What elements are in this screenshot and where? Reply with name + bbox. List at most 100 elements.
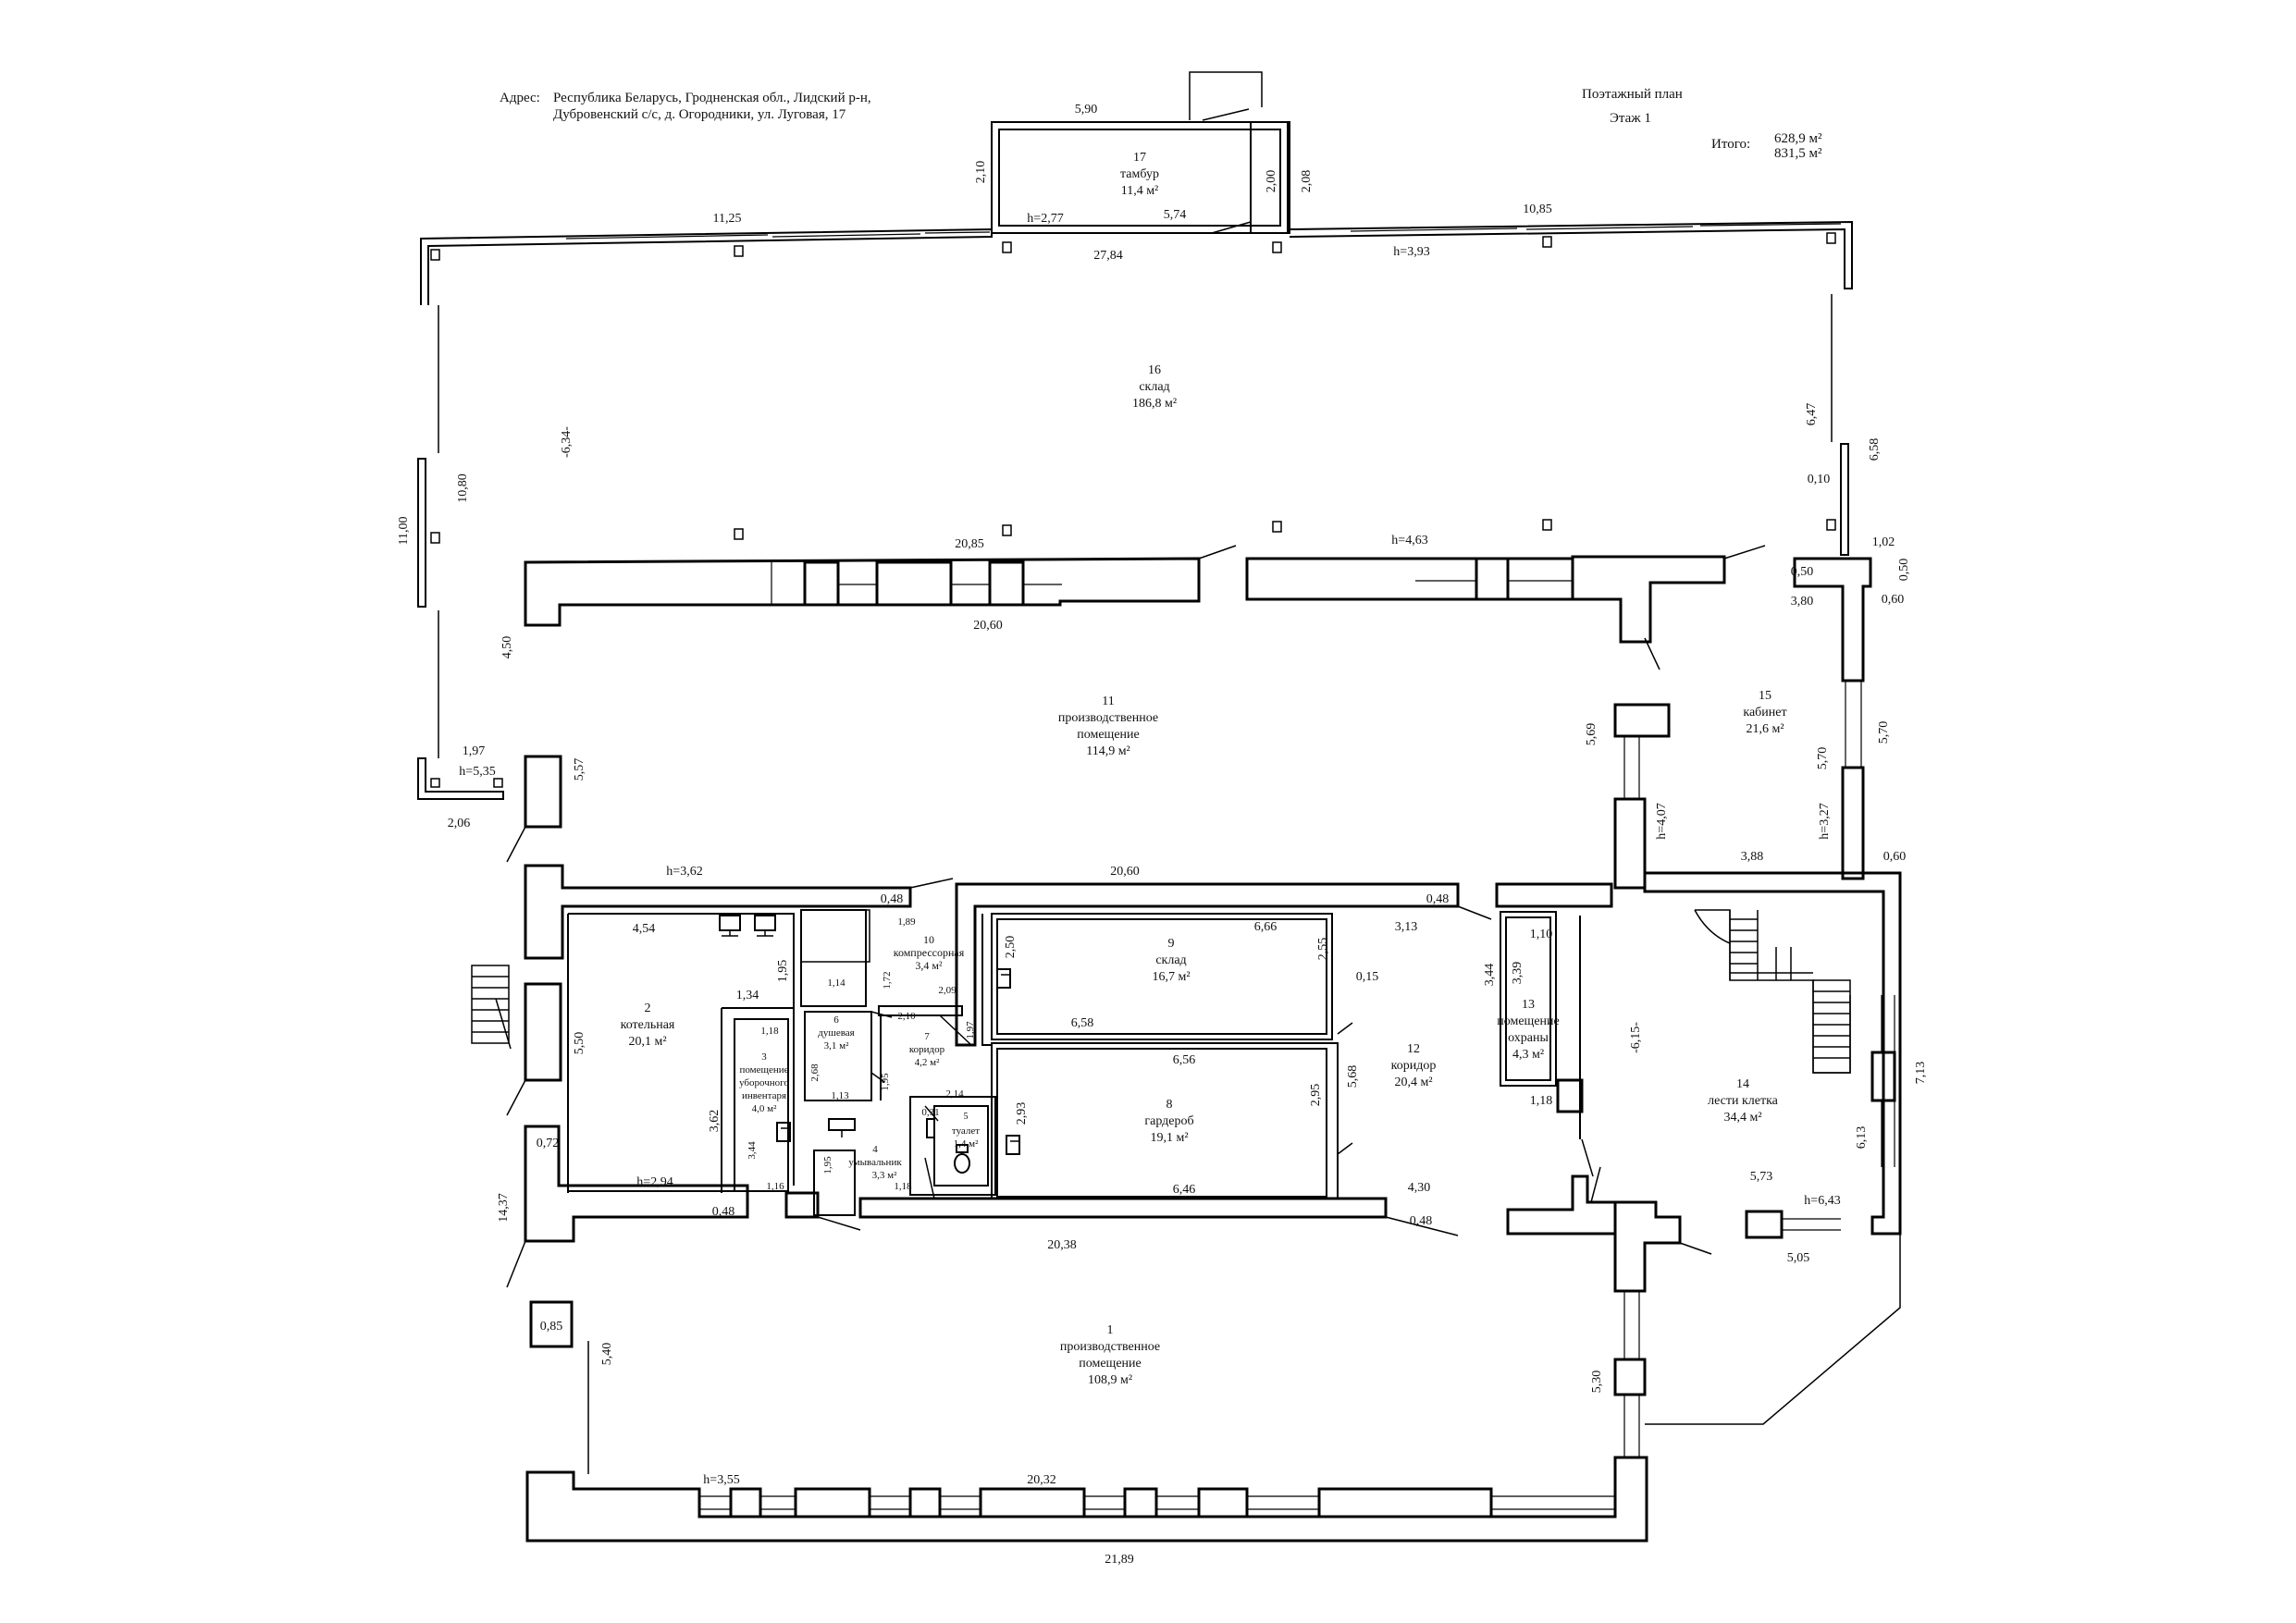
dim-label: 3,62 [708, 1110, 722, 1133]
room-11-name: производственное [1058, 711, 1158, 725]
room-16-name: склад [1139, 380, 1169, 394]
room-9-area: 16,7 м² [1152, 970, 1190, 984]
dim-label: 0,48 [1410, 1214, 1433, 1228]
dim-label: 1,89 [897, 916, 916, 928]
dim-label: 1,34 [736, 989, 759, 1002]
dim-label: 6,56 [1173, 1053, 1196, 1067]
room-8-name: гардероб [1144, 1114, 1193, 1128]
dim-label: 5,30 [1590, 1371, 1604, 1394]
dim-label: 0,50 [1897, 559, 1911, 582]
dim-label: 0,15 [1356, 970, 1379, 984]
address-line-1: Республика Беларусь, Гродненская обл., Л… [553, 91, 871, 105]
room-12-name: коридор [1391, 1059, 1437, 1073]
room-9-num: 9 [1168, 937, 1175, 951]
address-label: Адрес: [500, 91, 540, 105]
room-13-num: 13 [1522, 998, 1535, 1012]
room-3-name3: инвентаря [742, 1090, 786, 1101]
dim-label: 1,18 [894, 1181, 912, 1192]
dim-label: 0,10 [1808, 473, 1831, 486]
dim-label: 27,84 [1093, 249, 1123, 263]
room-7-name: коридор [909, 1044, 945, 1055]
dim-label: 4,54 [633, 922, 656, 936]
dim-label: 14,37 [497, 1193, 511, 1223]
dim-label: 20,38 [1047, 1238, 1077, 1252]
dim-label: h=5,35 [459, 765, 495, 779]
dim-label: h=6,43 [1804, 1194, 1840, 1208]
dim-label: 0,72 [537, 1137, 560, 1150]
dim-label: 0,48 [881, 892, 904, 906]
dim-label: 1,95 [880, 1073, 891, 1091]
stair-steps [1694, 909, 1851, 1074]
address-line-2: Дубровенский с/с, д. Огородники, ул. Луг… [553, 107, 846, 122]
room-5-area: 1,4 м² [954, 1138, 979, 1150]
room-labels: 17 тамбур 11,4 м² 16 склад 186,8 м² 11 п… [621, 151, 1787, 1387]
dim-label: 10,85 [1523, 203, 1552, 216]
dim-label: 3,88 [1741, 850, 1764, 864]
dim-label: 5,40 [600, 1343, 614, 1366]
dim-label: h=4,07 [1655, 803, 1669, 839]
dim-label: 0,48 [712, 1205, 735, 1219]
dim-label: 7,13 [1914, 1062, 1928, 1085]
dim-label: 0,31 [921, 1107, 939, 1118]
total-label: Итого: [1711, 137, 1751, 152]
dim-label: 2,09 [938, 985, 957, 996]
dim-label: 11,25 [713, 212, 742, 226]
dim-label: 20,85 [955, 537, 984, 551]
dim-label: 1,13 [831, 1090, 849, 1101]
dim-label: 4,30 [1408, 1181, 1431, 1195]
room-13-area: 4,3 м² [1512, 1048, 1544, 1062]
room-15-walls [1613, 557, 1872, 890]
room-4-name: умывальник [848, 1157, 902, 1168]
dim-label: 0,50 [1791, 565, 1814, 579]
dim-label: 1,97 [463, 744, 486, 758]
dim-label: h=2,94 [636, 1175, 673, 1189]
dim-label: -6,15- [1629, 1022, 1643, 1053]
dim-label: h=4,63 [1391, 534, 1427, 547]
dimension-labels: 5,90 2,10 2,00 2,08 h=2,77 5,74 11,25 27… [397, 103, 1928, 1567]
dim-label: 1,14 [827, 977, 846, 989]
dim-label: 1,95 [776, 960, 790, 983]
room-12-area: 20,4 м² [1394, 1076, 1432, 1089]
dim-label: 10,80 [456, 473, 470, 503]
floor-label: Этаж 1 [1610, 111, 1651, 126]
dim-label: h=3,27 [1818, 803, 1832, 839]
room-16-num: 16 [1148, 363, 1161, 377]
room-6-name: душевая [818, 1027, 854, 1039]
room-14-num: 14 [1736, 1077, 1749, 1091]
dim-label: h=2,77 [1027, 212, 1063, 226]
room-13-name: помещение [1497, 1014, 1560, 1028]
dim-label: 1,95 [822, 1156, 833, 1174]
plan-title: Поэтажный план [1582, 87, 1683, 102]
dim-label: 1,18 [760, 1026, 779, 1037]
wall-11-lower [524, 864, 1902, 1236]
dim-label: 3,44 [747, 1141, 758, 1160]
inner-rooms [567, 909, 1020, 1231]
dim-label: h=3,55 [703, 1473, 739, 1487]
dim-label: 2,00 [1265, 170, 1278, 193]
dim-label: 2,10 [897, 1011, 916, 1022]
left-exterior [417, 755, 562, 863]
dim-label: 5,73 [1750, 1170, 1773, 1184]
dim-label: 1,72 [882, 971, 893, 989]
dim-label: 0,60 [1882, 593, 1905, 607]
room-3-name2: уборочного [739, 1077, 789, 1088]
room-15-name: кабинет [1743, 706, 1786, 719]
dim-label: 6,66 [1254, 920, 1278, 934]
room-16-area: 186,8 м² [1132, 397, 1177, 411]
room-17-num: 17 [1133, 151, 1146, 165]
dim-label: 6,58 [1071, 1016, 1094, 1030]
dim-label: 0,85 [540, 1320, 563, 1334]
total-area-1: 628,9 м² [1774, 131, 1822, 146]
wall-16-11 [524, 545, 1766, 644]
dim-label: 2,14 [945, 1088, 964, 1100]
dim-label: 20,60 [1110, 865, 1140, 879]
dim-label: 6,13 [1855, 1126, 1869, 1150]
room-10-name: компрессорная [894, 946, 965, 959]
room-1-name2: помещение [1079, 1357, 1142, 1371]
dim-label: 2,08 [1300, 170, 1314, 193]
dim-label: 5,68 [1346, 1065, 1360, 1088]
room-2-name: котельная [621, 1018, 675, 1032]
room-11-area: 114,9 м² [1086, 744, 1130, 758]
room-3-area: 4,0 м² [752, 1103, 777, 1114]
